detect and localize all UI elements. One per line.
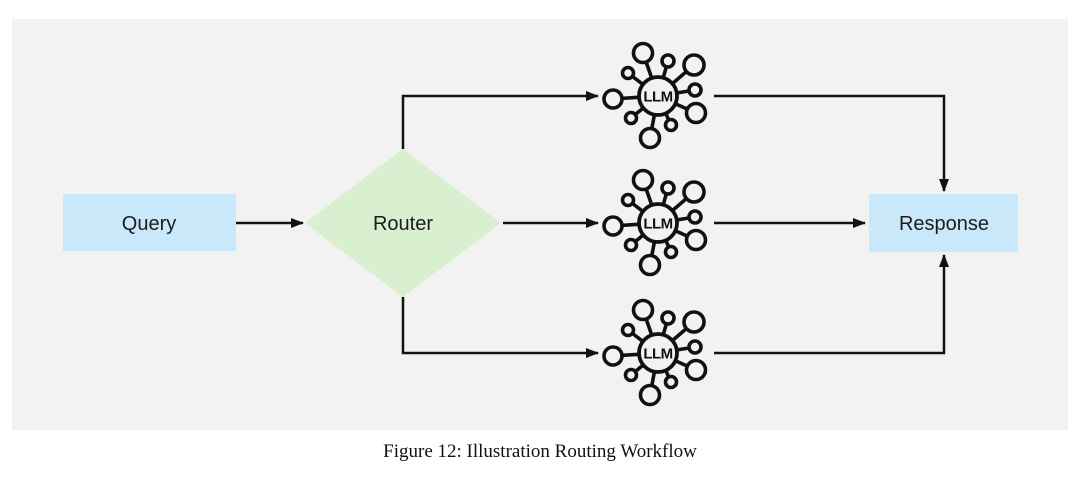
arrow-llm-top-to-response — [714, 94, 949, 192]
response-node: Response — [869, 194, 1018, 252]
llm-hub — [637, 75, 679, 117]
figure-caption: Figure 12: Illustration Routing Workflow — [383, 441, 697, 462]
arrow-router-to-llm-top — [401, 91, 599, 149]
query-label: Query — [122, 213, 176, 235]
llm-network-icon: LLM — [602, 168, 708, 277]
arrow-router-to-llm-bottom — [401, 297, 599, 358]
llm-hub — [637, 332, 679, 374]
llm-network-icon: LLM — [602, 298, 708, 407]
llm-label: LLM — [643, 88, 672, 105]
llm-network-icon: LLM — [602, 41, 708, 150]
router-label: Router — [373, 213, 433, 235]
llm-label: LLM — [643, 345, 672, 362]
workflow-diagram: Query Router LLM — [12, 19, 1068, 430]
response-label: Response — [899, 213, 989, 235]
arrow-llm-bottom-to-response — [714, 254, 949, 355]
llm-label: LLM — [643, 215, 672, 232]
query-node: Query — [63, 194, 236, 251]
llm-hub — [637, 202, 679, 244]
router-node: Router — [305, 149, 501, 297]
